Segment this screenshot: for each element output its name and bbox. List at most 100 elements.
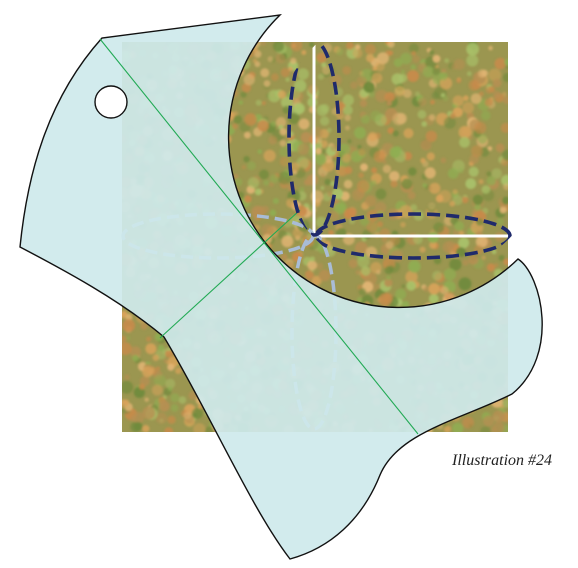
fabric-speckle: [238, 100, 243, 105]
fabric-speckle: [494, 263, 499, 268]
fabric-speckle: [462, 416, 474, 429]
fabric-speckle: [458, 125, 472, 139]
fabric-speckle: [166, 360, 171, 366]
fabric-speckle: [458, 230, 465, 236]
fabric-speckle: [247, 161, 256, 171]
fabric-speckle: [293, 103, 305, 115]
fabric-speckle: [502, 96, 508, 105]
fabric-speckle: [374, 201, 387, 214]
fabric-speckle: [483, 415, 495, 427]
fabric-speckle: [167, 363, 175, 371]
fabric-speckle: [317, 73, 324, 80]
fabric-speckle: [159, 400, 170, 412]
fabric-speckle: [347, 139, 352, 144]
fabric-speckle: [452, 422, 464, 432]
fabric-speckle: [446, 240, 456, 250]
fabric-speckle: [480, 110, 491, 121]
fabric-speckle: [419, 246, 426, 253]
fabric-speckle: [408, 260, 421, 273]
fabric-speckle: [130, 415, 137, 422]
fabric-speckle: [315, 148, 322, 155]
fabric-speckle: [429, 241, 437, 249]
fabric-speckle: [411, 51, 416, 56]
fabric-speckle: [407, 191, 416, 200]
fabric-speckle: [167, 415, 176, 424]
fabric-speckle: [387, 42, 395, 48]
fabric-speckle: [288, 66, 293, 72]
fabric-speckle: [371, 72, 383, 84]
fabric-speckle: [412, 55, 420, 63]
fabric-speckle: [365, 44, 376, 55]
fabric-speckle: [309, 217, 314, 222]
fabric-speckle: [420, 139, 432, 151]
fabric-speckle: [356, 76, 367, 87]
fabric-speckle: [407, 70, 419, 82]
fabric-speckle: [154, 374, 167, 387]
fabric-speckle: [405, 270, 418, 284]
ruler-hole-icon: [94, 85, 128, 119]
fabric-speckle: [146, 336, 152, 342]
fabric-speckle: [361, 266, 371, 276]
fabric-speckle: [393, 58, 403, 68]
fabric-speckle: [298, 118, 310, 130]
fabric-speckle: [142, 425, 150, 432]
fabric-speckle: [409, 43, 419, 54]
fabric-speckle: [122, 400, 128, 409]
fabric-speckle: [244, 195, 252, 203]
fabric-speckle: [498, 254, 505, 261]
fabric-speckle: [279, 128, 287, 136]
fabric-speckle: [403, 128, 414, 139]
fabric-speckle: [427, 202, 436, 211]
fabric-speckle: [427, 186, 432, 191]
fabric-speckle: [377, 221, 383, 228]
fabric-speckle: [346, 42, 354, 50]
fabric-speckle: [290, 57, 297, 65]
fabric-speckle: [492, 410, 506, 423]
fabric-speckle: [321, 66, 331, 75]
fabric-speckle: [364, 195, 377, 207]
fabric-speckle: [502, 399, 508, 408]
fabric-speckle: [486, 171, 492, 177]
fabric-speckle: [421, 121, 428, 127]
fabric-speckle: [355, 44, 361, 50]
fabric-speckle: [410, 64, 417, 70]
fabric-speckle: [449, 258, 462, 271]
fabric-speckle: [447, 168, 459, 179]
fabric-speckle: [503, 258, 508, 266]
fabric-speckle: [357, 255, 370, 268]
fabric-speckle: [496, 218, 505, 226]
fabric-speckle: [456, 78, 462, 84]
fabric-speckle: [260, 68, 270, 78]
fabric-speckle: [418, 97, 427, 107]
fabric-speckle: [241, 83, 252, 93]
fabric-speckle: [261, 224, 274, 237]
fabric-speckle: [503, 183, 508, 191]
fabric-speckle: [502, 149, 508, 161]
fabric-speckle: [428, 294, 439, 304]
fabric-speckle: [430, 99, 435, 105]
fabric-speckle: [297, 68, 309, 80]
fabric-speckle: [474, 121, 487, 134]
fabric-speckle: [439, 72, 448, 81]
fabric-speckle: [321, 62, 327, 68]
fabric-speckle: [170, 393, 180, 403]
fabric-speckle: [301, 50, 307, 55]
fabric-speckle: [488, 86, 495, 93]
fabric-speckle: [352, 48, 363, 59]
fabric-speckle: [494, 57, 507, 70]
fabric-speckle: [429, 49, 435, 55]
fabric-speckle: [272, 42, 285, 52]
fabric-speckle: [462, 101, 475, 114]
fabric-speckle: [155, 412, 168, 424]
fabric-speckle: [241, 165, 246, 170]
fabric-speckle: [389, 146, 401, 158]
fabric-speckle: [371, 167, 377, 174]
fabric-speckle: [165, 350, 173, 358]
fabric-speckle: [486, 263, 496, 272]
fabric-speckle: [281, 253, 288, 261]
fabric-speckle: [463, 95, 469, 101]
fabric-speckle: [267, 56, 274, 62]
fabric-speckle: [269, 174, 279, 184]
